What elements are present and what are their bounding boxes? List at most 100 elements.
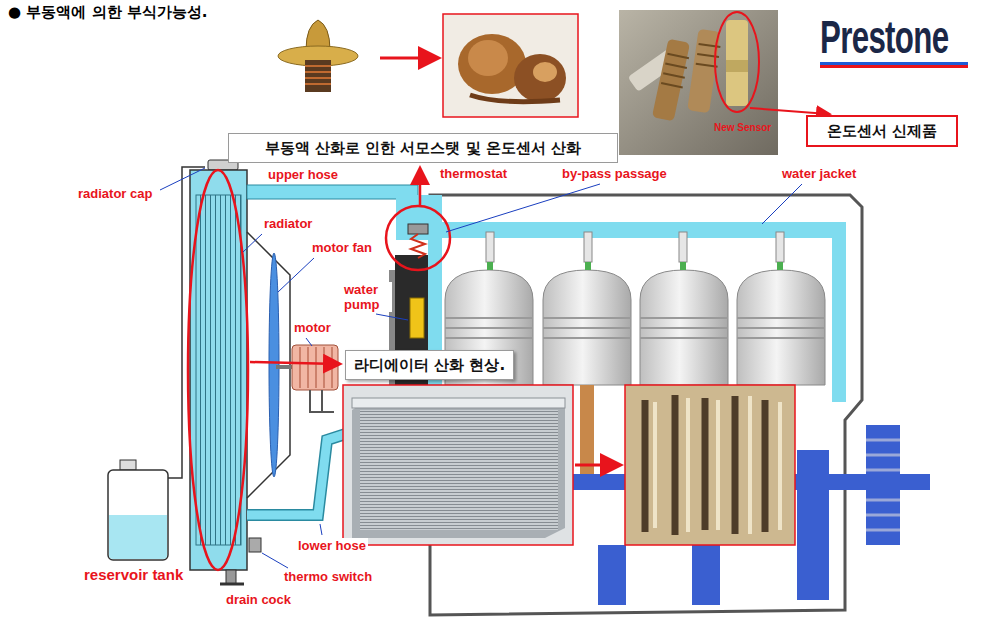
sensor-photo [652,39,690,122]
corroded-thermostat-photo [514,54,566,102]
pointer-arrow [419,170,422,205]
spark-plug [584,232,592,262]
corroded-thermostat-photo [533,62,557,82]
motor-fan [310,390,334,412]
leader-line [320,524,322,535]
leader-line [160,168,802,568]
corroded-thermostat-photo [468,40,508,76]
part-label: radiator [262,216,314,231]
thermostat [408,224,428,234]
pointer-arrow [750,108,828,114]
pointer-arrow [575,464,618,467]
leader-line [306,338,312,346]
hose [247,185,418,215]
motor-fan [276,365,292,369]
sensor-photo [619,10,778,155]
motor-fan [292,345,338,390]
callout-box: 온도센서 신제품 [806,115,958,147]
reservoir-tank [109,515,167,559]
radiator [249,538,261,552]
part-label: motor fan [310,240,374,255]
part-label: thermostat [438,166,509,181]
spark-plug [487,262,493,270]
corroded-thermostat-photo [443,14,578,117]
radiator-photo [352,398,565,408]
corroded-radiator-photo [645,395,765,535]
corroded-radiator-photo [625,385,795,545]
spark-plug [486,232,494,262]
thermostat-photo [258,16,378,100]
part-label: water jacket [780,166,858,181]
spark-plug [777,262,783,270]
motor-fan [247,232,338,498]
part-label: lower hose [296,538,368,553]
reservoir-tank [108,470,168,560]
crankshaft [692,545,720,605]
piston [445,318,825,338]
reservoir-tank [120,460,136,470]
spark-plug [776,232,784,262]
thermostat-photo [305,66,331,84]
sensor-photo [619,10,778,155]
thermostat-photo [305,60,331,92]
part-label: thermo switch [282,569,374,584]
engine-block [410,298,424,338]
thermostat-photo [258,16,378,100]
logo-stripe [820,65,968,68]
spark-plug [486,232,784,270]
thermostat [386,206,450,270]
part-label: reservoir tank [82,566,185,583]
radiator [188,170,248,570]
page-title: ● 부동액에 의한 부식가능성. [8,3,207,22]
sensor-photo [661,54,689,88]
radiator [196,195,241,545]
leader-line [762,184,802,224]
motor-fan [300,347,332,388]
radiator-photo [360,410,558,530]
corroded-thermostat-photo [470,95,560,102]
thermostat [411,234,425,258]
water-jacket [440,222,846,238]
crankshaft [580,385,594,485]
pointer-arrow [250,362,338,364]
spark-plug [585,262,591,270]
crankshaft [866,440,900,530]
leader-line [278,258,314,292]
pointer-arrow [380,57,436,60]
logo-stripe [820,62,968,68]
radiator-photo [343,385,573,545]
part-label: drain cock [224,592,293,607]
radiator-photo [352,398,565,538]
logo-stripe [820,62,968,65]
brand-logo: Prestone [820,14,948,60]
box-text: 온도센서 신제품 [818,121,946,141]
callout-box: 라디에이터 산화 현상. [345,350,514,380]
callout-box: 부동액 산화로 인한 서모스탯 및 온도센서 산화 [228,133,618,163]
crankshaft [598,545,626,605]
box-text: 라디에이터 산화 현상. [354,355,505,375]
leader-line [262,553,288,568]
crankshaft [866,425,900,545]
corroded-radiator-photo [625,385,795,545]
spark-plug [680,262,686,270]
part-label: upper hose [266,167,340,182]
crankshaft [797,450,829,600]
radiator [226,570,236,584]
sensor-photo [715,12,759,112]
sensor-photo [726,20,748,106]
corroded-radiator-photo [655,396,780,534]
spark-plug [679,232,687,262]
radiator-photo [343,385,573,545]
part-label: radiator cap [76,186,154,201]
thermostat [386,206,450,270]
sensor-photo [726,60,748,72]
box-text: 부동액 산화로 인한 서모스탯 및 온도센서 산화 [237,138,609,158]
part-label: motor [292,320,333,335]
part-label: water pump [342,282,392,312]
leader-line [376,314,408,320]
photo-note: New Sensor [714,122,771,134]
part-label: by-pass passage [560,166,669,181]
water-jacket [832,222,846,402]
